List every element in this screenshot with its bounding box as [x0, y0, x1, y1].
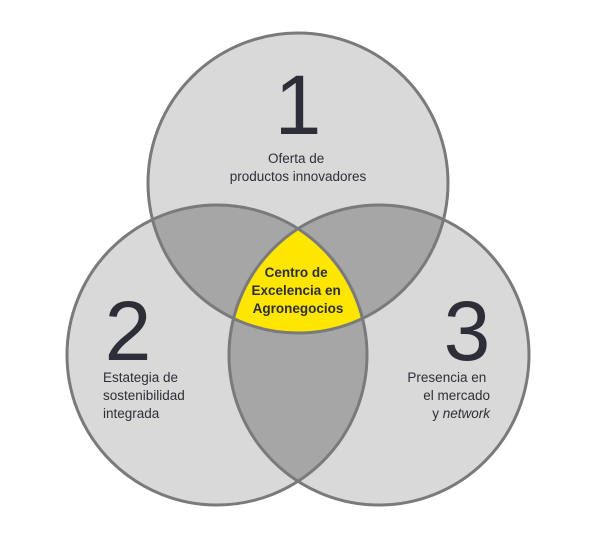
- item-3-label-line-2: el mercado: [423, 388, 490, 403]
- item-2-label-line-1: Estategia de: [103, 370, 178, 385]
- center-label-line-1: Centro de: [265, 265, 328, 280]
- item-2-label: Estategia de sostenibilidad integrada: [103, 370, 189, 421]
- item-2-label-line-2: sostenibilidad: [103, 388, 185, 403]
- circle-2-outline: [65, 203, 369, 507]
- circle-1-outline: [146, 31, 450, 335]
- item-3-label-emphasis: network: [443, 406, 492, 421]
- center-region: [229, 205, 367, 333]
- item-3-label-line-1: Presencia en: [407, 370, 486, 385]
- item-2-label-line-3: integrada: [103, 406, 160, 421]
- center-label-line-2: Excelencia en: [251, 283, 340, 298]
- center-label: Centro de Excelencia en Agronegocios: [251, 265, 344, 316]
- item-3-label-line-3: y network: [432, 406, 491, 421]
- item-3-number: 3: [444, 284, 491, 378]
- center-label-line-3: Agronegocios: [253, 301, 344, 316]
- item-1-number: 1: [275, 58, 322, 152]
- item-3-label-prefix: y: [432, 406, 443, 421]
- item-1-label-line-1: Oferta de: [268, 151, 324, 166]
- item-2-number: 2: [105, 284, 152, 378]
- circle-3-outline: [227, 203, 531, 507]
- item-1-label-line-2: productos innovadores: [230, 169, 367, 184]
- item-3-label: Presencia en el mercado: [407, 370, 490, 403]
- item-1-label: Oferta de productos innovadores: [230, 151, 367, 184]
